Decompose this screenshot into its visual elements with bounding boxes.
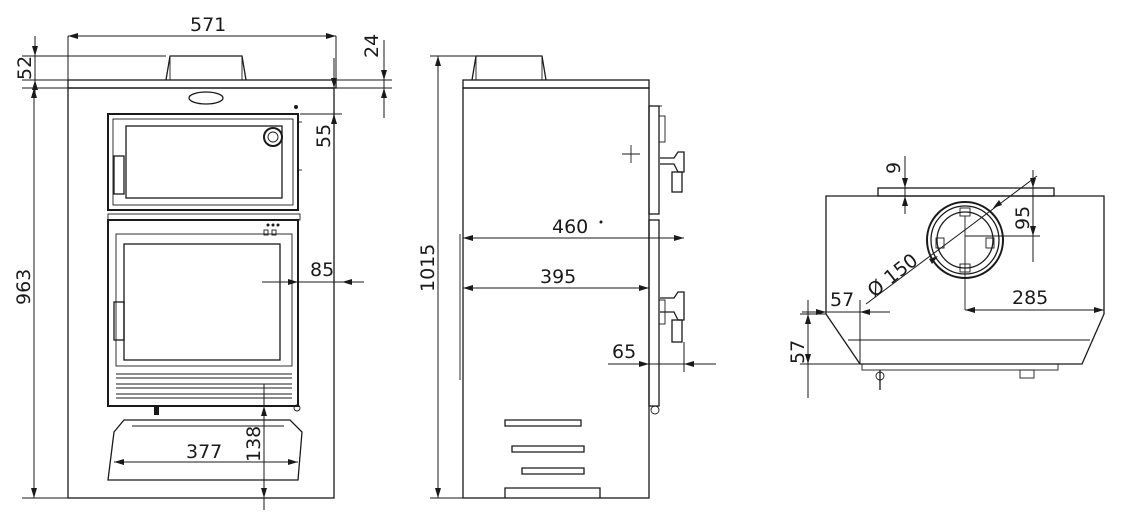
side-flue-collar xyxy=(471,55,547,81)
dim-ring: 9 xyxy=(883,162,905,174)
front-upper-door-knob xyxy=(263,127,283,147)
front-upper-hinge xyxy=(113,155,125,195)
front-lower-hinge xyxy=(113,301,125,341)
side-lower-handle xyxy=(660,291,685,321)
dim-corner-y: 57 xyxy=(787,340,809,364)
front-base-tray xyxy=(107,419,303,481)
dim-upper-gap: 55 xyxy=(313,124,335,148)
front-lower-door xyxy=(107,219,299,407)
dim-cooktop: 24 xyxy=(361,34,383,58)
dim-side-height: 1015 xyxy=(417,244,439,292)
dim-base-width: 377 xyxy=(186,441,222,463)
dim-inner-depth: 395 xyxy=(540,266,576,288)
dim-depth: 460 xyxy=(552,216,588,238)
side-upper-handle xyxy=(660,151,685,173)
front-logo-oval xyxy=(188,91,224,105)
dim-flue-offset: 95 xyxy=(1012,206,1034,230)
front-cooktop xyxy=(67,79,337,89)
dim-handle-depth: 65 xyxy=(612,341,636,363)
side-body-outline xyxy=(462,87,650,499)
dim-flue-diameter: Ø 150 xyxy=(864,249,923,302)
dim-top-offset: 52 xyxy=(14,56,36,80)
side-view: 1015 460 395 65 xyxy=(417,55,716,499)
dim-corner-x: 57 xyxy=(830,289,854,311)
dim-front-height: 963 xyxy=(13,269,35,305)
dim-flue-x: 285 xyxy=(1012,287,1048,309)
front-upper-door xyxy=(107,113,299,211)
dim-front-width: 571 xyxy=(190,14,226,36)
dim-base-height: 138 xyxy=(243,426,265,462)
dim-door-depth: 85 xyxy=(310,259,334,281)
front-flue-collar xyxy=(165,55,247,81)
front-view: 571 52 24 55 963 85 xyxy=(13,14,392,510)
dim-flue-diameter-line xyxy=(865,175,1038,305)
top-view: 9 95 Ø 150 285 57 57 xyxy=(787,156,1105,398)
